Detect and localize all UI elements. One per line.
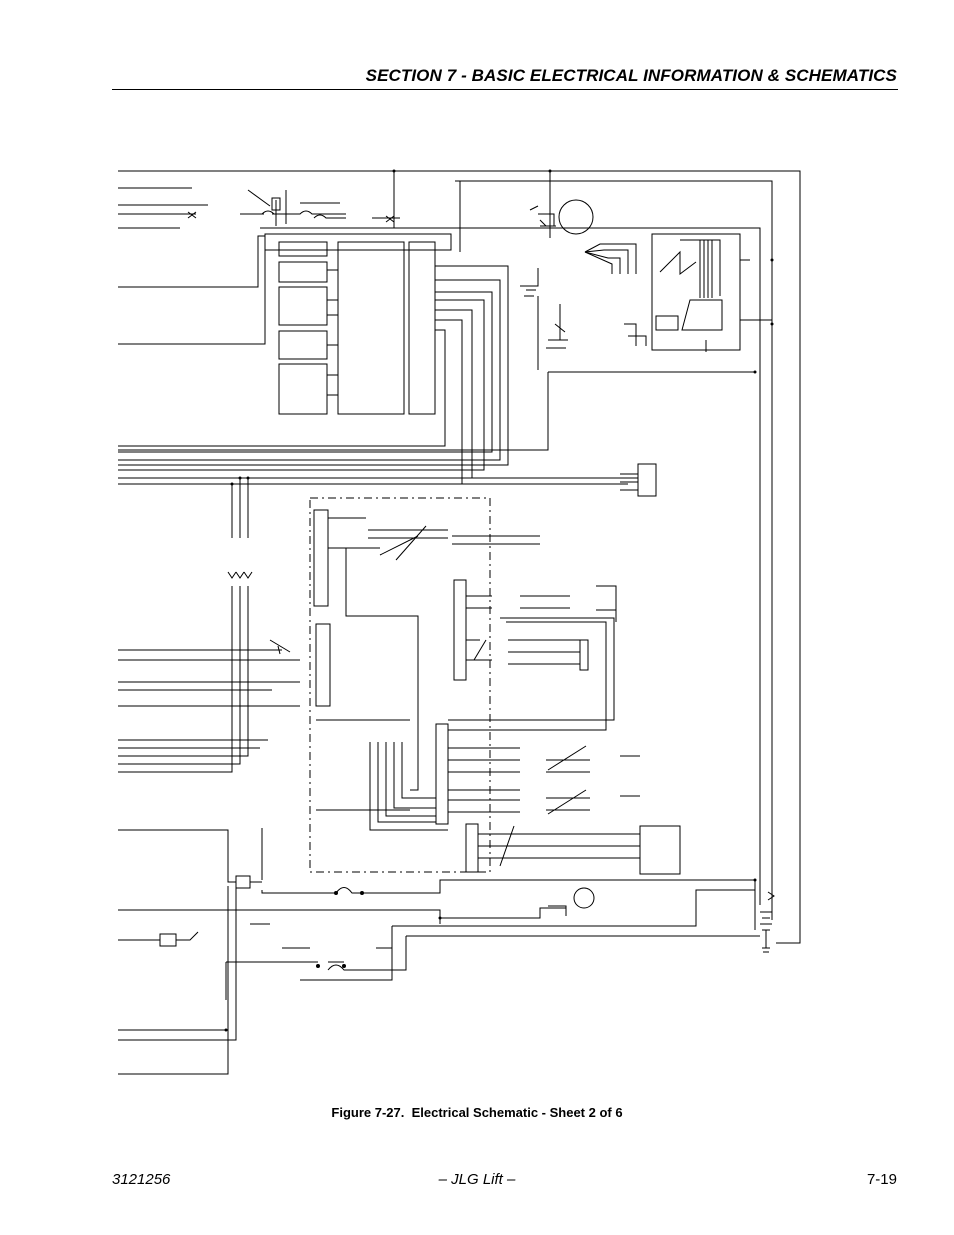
top-bus-lines: [118, 170, 801, 944]
dashed-enclosure: [309, 497, 491, 873]
relay-module-box: [651, 233, 772, 352]
header-divider: [112, 89, 898, 90]
figure-caption: Figure 7-27. Electrical Schematic - Shee…: [331, 1105, 623, 1120]
fuse-cluster-top: [240, 189, 346, 226]
connector-block-right: [620, 463, 657, 497]
battery-ground: [754, 880, 775, 953]
junction-dots: [224, 169, 774, 1032]
page-number: 7-19: [866, 1171, 897, 1188]
publisher-name: – JLG Lift –: [438, 1171, 516, 1188]
left-vertical-wires: [118, 478, 300, 773]
section-title: SECTION 7 - BASIC ELECTRICAL INFORMATION…: [365, 66, 897, 85]
controller-harness: [118, 265, 755, 485]
connector-strips: [313, 509, 681, 875]
document-number: 3121256: [112, 1171, 171, 1188]
controller-module: [118, 233, 452, 415]
terminal-fan-out: [520, 243, 647, 370]
lower-bus-lines: [118, 828, 760, 1075]
pump-motor-symbol: [529, 199, 594, 238]
